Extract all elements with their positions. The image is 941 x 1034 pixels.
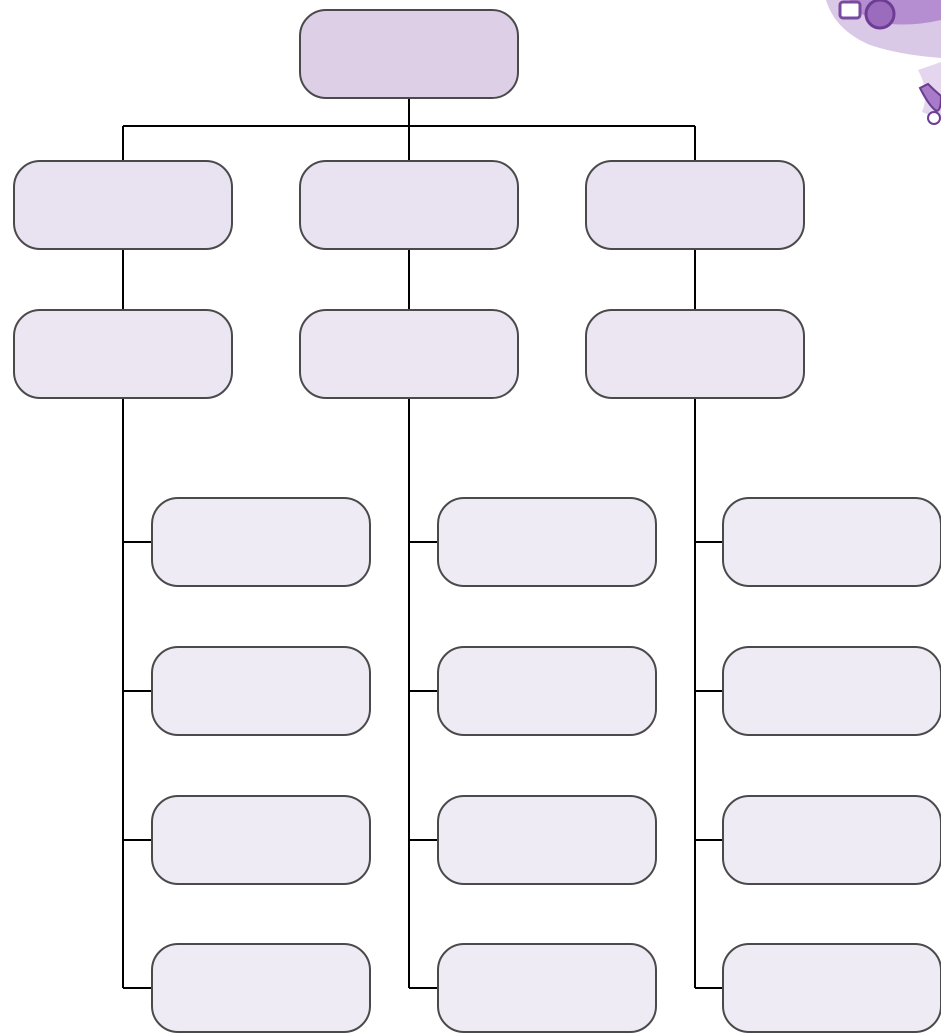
- branch-1-leaf-3-node[interactable]: [152, 796, 370, 884]
- branch-1-node-box: [14, 161, 232, 249]
- branch-2-sub-node[interactable]: [300, 310, 518, 398]
- branch-1-leaf-4-node-box: [152, 944, 370, 1032]
- branch-3-sub-node-box: [586, 310, 804, 398]
- branch-2-leaf-4-node[interactable]: [438, 944, 656, 1032]
- branch-3-leaf-4-node-box: [723, 944, 941, 1032]
- branch-2-leaf-4-node-box: [438, 944, 656, 1032]
- branch-1-leaf-2-node[interactable]: [152, 647, 370, 735]
- purple-cartoon-character-icon: [826, 0, 941, 124]
- branch-1-leaf-4-node[interactable]: [152, 944, 370, 1032]
- root-node-box: [300, 10, 518, 98]
- branch-3-leaf-1-node[interactable]: [723, 498, 941, 586]
- branch-3-node[interactable]: [586, 161, 804, 249]
- branch-3-leaf-2-node-box: [723, 647, 941, 735]
- branch-2-leaf-3-node-box: [438, 796, 656, 884]
- branch-2-sub-node-box: [300, 310, 518, 398]
- branch-3-leaf-2-node[interactable]: [723, 647, 941, 735]
- branch-1-sub-node[interactable]: [14, 310, 232, 398]
- branch-2-node-box: [300, 161, 518, 249]
- root-node[interactable]: [300, 10, 518, 98]
- branch-1-node[interactable]: [14, 161, 232, 249]
- branch-3-leaf-1-node-box: [723, 498, 941, 586]
- branch-1-leaf-3-node-box: [152, 796, 370, 884]
- branch-3-leaf-3-node[interactable]: [723, 796, 941, 884]
- branch-3-leaf-4-node[interactable]: [723, 944, 941, 1032]
- branch-3-node-box: [586, 161, 804, 249]
- branch-2-leaf-2-node-box: [438, 647, 656, 735]
- branch-2-leaf-1-node[interactable]: [438, 498, 656, 586]
- branch-2-leaf-1-node-box: [438, 498, 656, 586]
- branch-3-sub-node[interactable]: [586, 310, 804, 398]
- node-group: [14, 10, 941, 1032]
- branch-1-sub-node-box: [14, 310, 232, 398]
- branch-3-leaf-3-node-box: [723, 796, 941, 884]
- branch-1-leaf-1-node[interactable]: [152, 498, 370, 586]
- branch-1-leaf-1-node-box: [152, 498, 370, 586]
- branch-2-leaf-3-node[interactable]: [438, 796, 656, 884]
- branch-2-node[interactable]: [300, 161, 518, 249]
- branch-2-leaf-2-node[interactable]: [438, 647, 656, 735]
- branch-1-leaf-2-node-box: [152, 647, 370, 735]
